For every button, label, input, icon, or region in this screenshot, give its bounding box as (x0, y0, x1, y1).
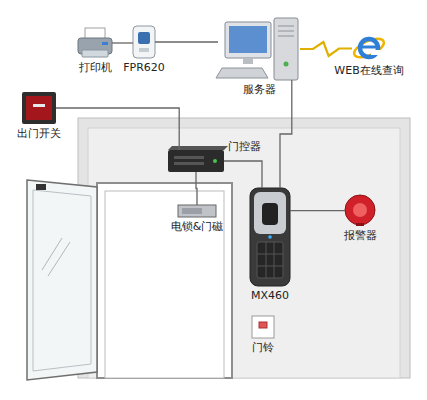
device-label: FPR620 (123, 61, 165, 74)
device-node: 电锁&门磁 (178, 205, 216, 217)
device-node: 打印机 (78, 28, 112, 58)
reader-window (138, 32, 150, 44)
controller-top (168, 146, 228, 150)
doorbell-plate (252, 316, 274, 338)
network-link (300, 42, 352, 56)
exit-mark (33, 104, 45, 107)
device-label: MX460 (251, 289, 289, 302)
device-label: 门铃 (252, 341, 274, 354)
wall-inner (88, 128, 400, 378)
reader-top (254, 192, 286, 234)
keypad-col (274, 242, 275, 278)
drive-bay (278, 26, 294, 27)
wall (78, 118, 410, 378)
monitor-screen (229, 26, 267, 53)
enroll-reader (133, 26, 155, 58)
device-node: 服务器 (218, 18, 300, 80)
reader-base (139, 48, 149, 52)
wire (56, 108, 179, 150)
glass-glint (42, 238, 62, 270)
wire (280, 80, 292, 188)
door-frame (97, 183, 232, 378)
keypad-row (257, 266, 283, 267)
web-e-bar (361, 46, 377, 49)
wire (290, 210, 345, 211)
keyboard (216, 68, 268, 78)
door-hinge (36, 184, 46, 190)
device-node: WEB在线查询 (352, 36, 386, 61)
device-node: 报警器 (345, 195, 375, 226)
device-node: FPR620 (133, 26, 155, 58)
printer-tray (82, 50, 108, 57)
reader-body (250, 188, 290, 286)
device-node: 出门开关 (22, 92, 56, 124)
alarm-base (356, 223, 364, 226)
web-e-gap (371, 50, 380, 55)
web-ring (352, 35, 387, 61)
server-tower (274, 18, 298, 80)
drive-bay (278, 31, 294, 32)
device-label: 打印机 (79, 61, 112, 74)
wire (112, 42, 133, 43)
wire (155, 41, 218, 42)
controller-vent (174, 162, 204, 165)
controller-box (168, 150, 224, 172)
keypad-row (257, 254, 283, 255)
printer-light (102, 42, 108, 45)
device-label: WEB在线查询 (334, 64, 403, 77)
alarm-bell (353, 203, 367, 217)
reader-led (268, 235, 272, 239)
power-led (284, 62, 289, 67)
electric-lock (178, 205, 216, 217)
device-node: 门铃 (252, 316, 274, 338)
drive-bay (278, 36, 294, 37)
doorbell-button (259, 322, 267, 328)
device-label: 服务器 (243, 83, 276, 96)
monitor-stand (243, 58, 253, 64)
device-label: 电锁&门磁 (171, 220, 224, 233)
monitor (225, 22, 271, 58)
finger-window (262, 203, 278, 225)
keypad (257, 242, 283, 278)
device-label: 门控器 (228, 140, 261, 153)
alarm-body (345, 195, 375, 225)
exit-switch (22, 92, 56, 124)
exit-button (26, 96, 52, 120)
wire (196, 172, 197, 205)
device-label: 出门开关 (17, 127, 61, 140)
lock-bolt (182, 208, 202, 214)
controller-led (213, 159, 217, 163)
door-opening (105, 191, 224, 378)
wire (224, 161, 262, 188)
glass-glint (48, 242, 70, 276)
device-label: 报警器 (344, 229, 377, 242)
keypad-col (266, 242, 267, 278)
device-node: MX460 (250, 188, 290, 286)
device-node: 门控器 (168, 150, 224, 172)
door-glass (33, 190, 91, 371)
door-leaf (27, 180, 97, 380)
controller-vent (174, 156, 204, 159)
